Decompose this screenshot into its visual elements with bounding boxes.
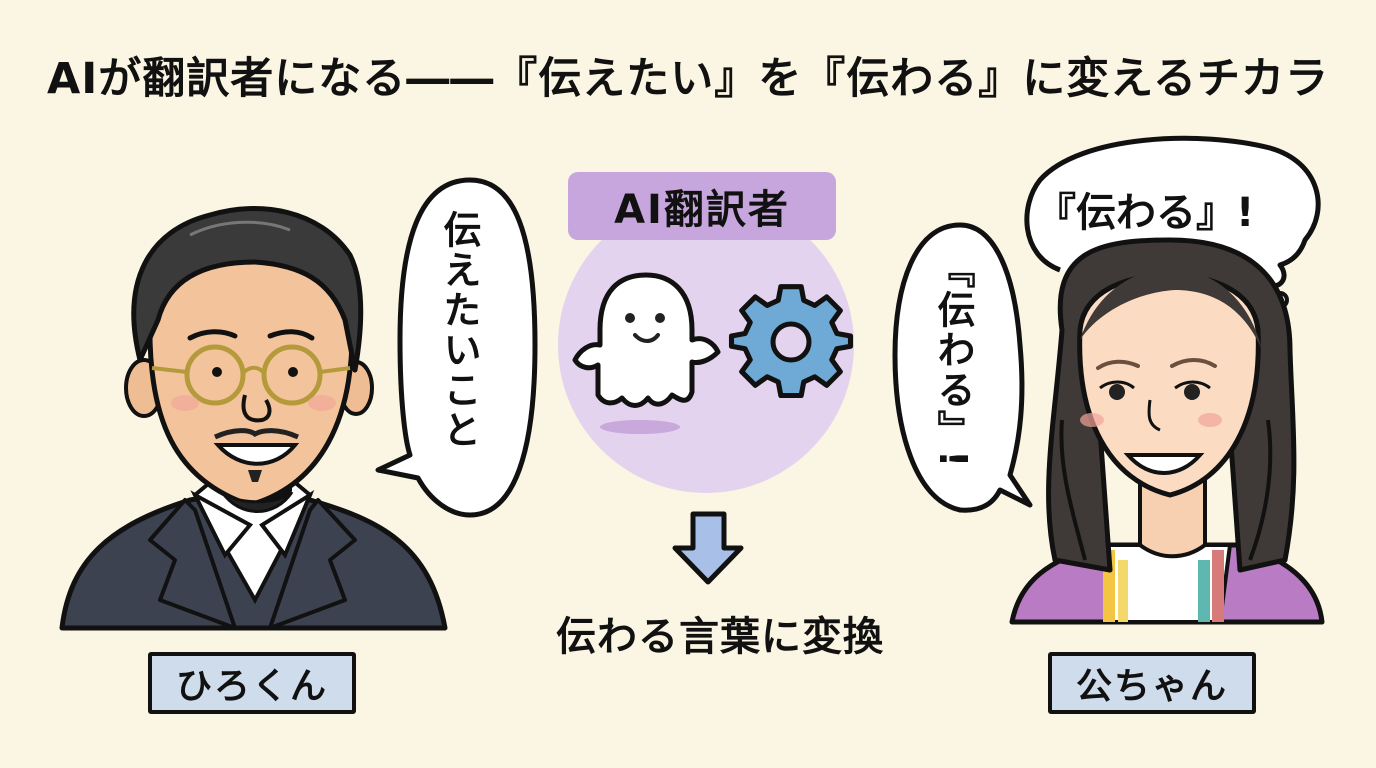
name-tag-kouchan: 公ちゃん [1048, 652, 1256, 714]
name-tag-hirokun: ひろくん [148, 652, 356, 714]
page-title: AIが翻訳者になる――『伝えたい』を『伝わる』に変えるチカラ [47, 54, 1329, 104]
ghost-icon [572, 272, 721, 434]
right-speech-bubble [892, 222, 1033, 513]
convert-caption: 伝わる言葉に変換 [556, 614, 884, 660]
right-thought-text: 『伝わる』! [1036, 190, 1255, 236]
gear-icon [728, 284, 854, 399]
ai-translator-label: AI翻訳者 [568, 172, 836, 240]
left-speech-text: 伝えたいこと [437, 210, 481, 450]
right-speech-text: 『伝わる』! [931, 250, 975, 470]
woman-avatar [1009, 237, 1325, 625]
man-avatar [59, 206, 448, 631]
left-speech-bubble [375, 177, 538, 518]
down-arrow-icon [672, 511, 744, 585]
